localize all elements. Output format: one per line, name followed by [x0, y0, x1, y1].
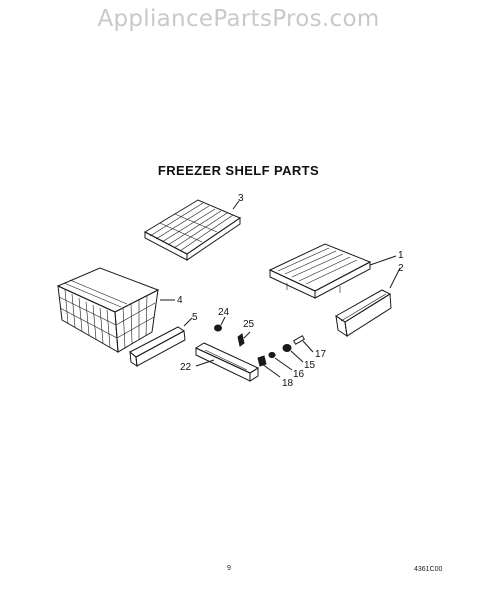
- callout-24: 24: [218, 307, 230, 318]
- callout-25: 25: [243, 319, 255, 330]
- callout-2: 2: [398, 263, 404, 274]
- callout-15: 15: [304, 360, 316, 371]
- callout-16: 16: [293, 369, 305, 380]
- glass-shelf-part-1: [268, 243, 397, 299]
- page-number: 9: [227, 565, 231, 572]
- basket-rail-part-5: [129, 317, 193, 368]
- shelf-bracket-part-22: [194, 342, 260, 382]
- callout-22: 22: [180, 362, 192, 373]
- callout-3: 3: [238, 193, 244, 204]
- clip-part-18: [257, 355, 281, 378]
- screw-part-25: [237, 331, 251, 347]
- watermark: AppliancePartsPros.com: [97, 6, 380, 32]
- pin-part-17: [292, 335, 314, 353]
- callout-18: 18: [282, 378, 294, 389]
- wire-shelf-part-3: [143, 199, 242, 261]
- callout-5: 5: [192, 312, 198, 323]
- washer-part-16: [268, 351, 293, 371]
- callout-4: 4: [177, 295, 183, 306]
- grommet-part-24: [214, 316, 226, 332]
- shelf-trim-part-2: [335, 267, 401, 338]
- callout-1: 1: [398, 250, 404, 261]
- cap-part-15: [282, 344, 304, 363]
- wire-basket-part-4: [56, 267, 175, 353]
- callout-17: 17: [315, 349, 327, 360]
- document-code: 4361C00: [414, 566, 443, 573]
- diagram-title: FREEZER SHELF PARTS: [157, 163, 320, 178]
